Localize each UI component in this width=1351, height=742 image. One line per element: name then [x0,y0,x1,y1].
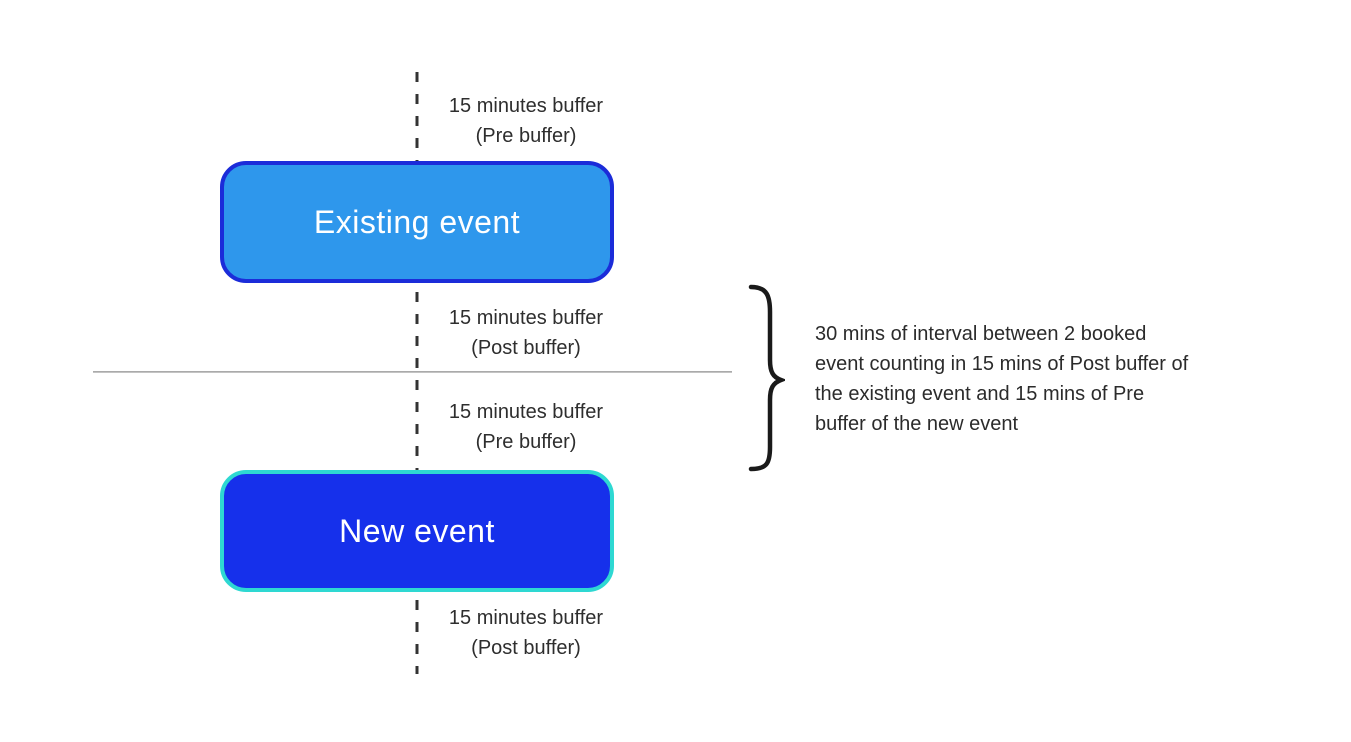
existing-event-box: Existing event [220,161,614,283]
buffer-label-line1: 15 minutes buffer [448,401,604,423]
buffer-label-line1: 15 minutes buffer [448,307,604,329]
buffer-label-line1: 15 minutes buffer [448,95,604,117]
annotation-line: buffer of the new event [815,413,1019,435]
buffer-label-line2: (Pre buffer) [475,125,577,147]
annotation-line: the existing event and 15 mins of Pre [815,383,1145,405]
curly-brace-icon [748,284,785,472]
buffer-label-line2: (Post buffer) [471,637,581,659]
new-event-box: New event [220,470,614,592]
buffer-label-line2: (Pre buffer) [475,431,577,453]
annotation-text: 30 mins of interval between 2 booked eve… [815,319,1275,439]
buffer-label-pre-existing: 15 minutes buffer (Pre buffer) [406,91,646,151]
annotation-line: event counting in 15 mins of Post buffer… [815,353,1189,375]
buffer-label-line2: (Post buffer) [471,337,581,359]
existing-event-label: Existing event [313,203,521,240]
buffer-label-pre-new: 15 minutes buffer (Pre buffer) [406,397,646,457]
annotation-line: 30 mins of interval between 2 booked [815,323,1147,345]
buffer-label-line1: 15 minutes buffer [448,607,604,629]
buffer-label-post-existing: 15 minutes buffer (Post buffer) [406,303,646,363]
new-event-label: New event [339,512,495,549]
buffer-label-post-new: 15 minutes buffer (Post buffer) [406,603,646,663]
divider-line [93,371,732,373]
